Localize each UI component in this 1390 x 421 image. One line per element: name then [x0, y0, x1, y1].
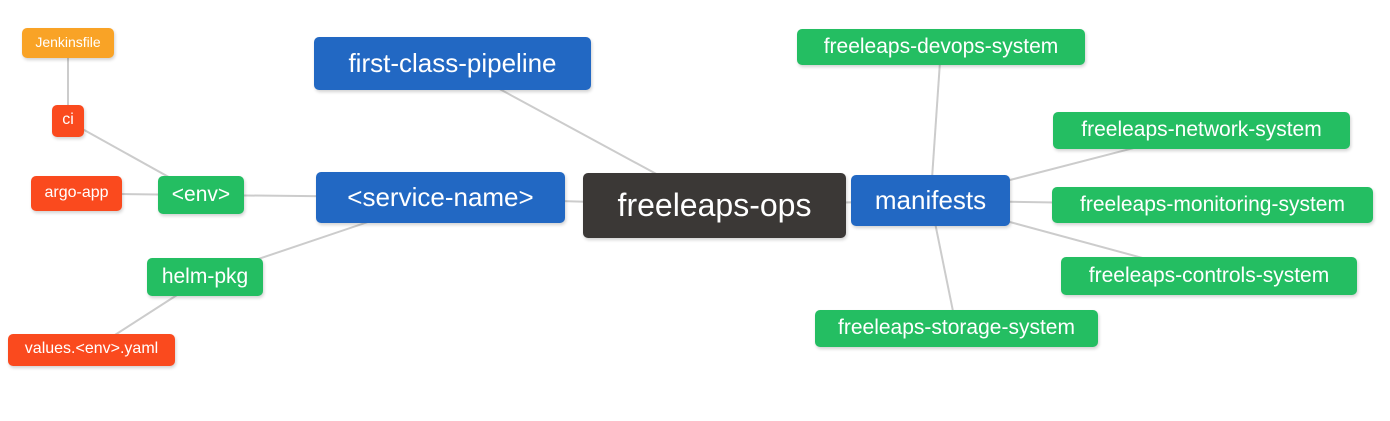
- mindmap-node-ci[interactable]: ci: [52, 105, 84, 137]
- node-label-values-env-yaml: values.<env>.yaml: [24, 340, 159, 357]
- node-label-env: <env>: [171, 182, 231, 206]
- node-label-service-name: <service-name>: [347, 181, 534, 212]
- node-label-manifests: manifests: [874, 184, 987, 215]
- node-label-helm-pkg: helm-pkg: [161, 264, 249, 288]
- node-label-first-class-pipeline: first-class-pipeline: [348, 47, 557, 78]
- mindmap-node-service-name[interactable]: <service-name>: [316, 172, 565, 223]
- mindmap-node-controls-system[interactable]: freeleaps-controls-system: [1061, 257, 1357, 295]
- node-label-controls-system: freeleaps-controls-system: [1088, 263, 1330, 287]
- node-label-argo-app: argo-app: [44, 183, 109, 201]
- mindmap-node-monitoring-system[interactable]: freeleaps-monitoring-system: [1052, 187, 1373, 223]
- mindmap-node-values-env-yaml[interactable]: values.<env>.yaml: [8, 334, 175, 366]
- mindmap-node-devops-system[interactable]: freeleaps-devops-system: [797, 29, 1085, 65]
- mindmap-node-helm-pkg[interactable]: helm-pkg: [147, 258, 263, 296]
- node-label-ci: ci: [62, 111, 74, 128]
- node-label-freeleaps-ops: freeleaps-ops: [617, 186, 812, 223]
- node-label-jenkinsfile: Jenkinsfile: [35, 34, 101, 50]
- node-label-storage-system: freeleaps-storage-system: [838, 316, 1075, 339]
- mindmap-node-env[interactable]: <env>: [158, 176, 244, 214]
- mindmap-node-first-class-pipeline[interactable]: first-class-pipeline: [314, 37, 591, 90]
- mindmap-node-manifests[interactable]: manifests: [851, 175, 1010, 226]
- mindmap-node-freeleaps-ops[interactable]: freeleaps-ops: [583, 173, 846, 238]
- node-label-network-system: freeleaps-network-system: [1081, 118, 1322, 141]
- node-label-monitoring-system: freeleaps-monitoring-system: [1080, 192, 1345, 216]
- mindmap-node-argo-app[interactable]: argo-app: [31, 176, 122, 211]
- mindmap-node-jenkinsfile[interactable]: Jenkinsfile: [22, 28, 114, 58]
- edge-manifests-devops-system: [929, 46, 942, 201]
- node-label-devops-system: freeleaps-devops-system: [823, 34, 1059, 58]
- mindmap-node-storage-system[interactable]: freeleaps-storage-system: [815, 310, 1098, 347]
- mindmap-node-network-system[interactable]: freeleaps-network-system: [1053, 112, 1350, 149]
